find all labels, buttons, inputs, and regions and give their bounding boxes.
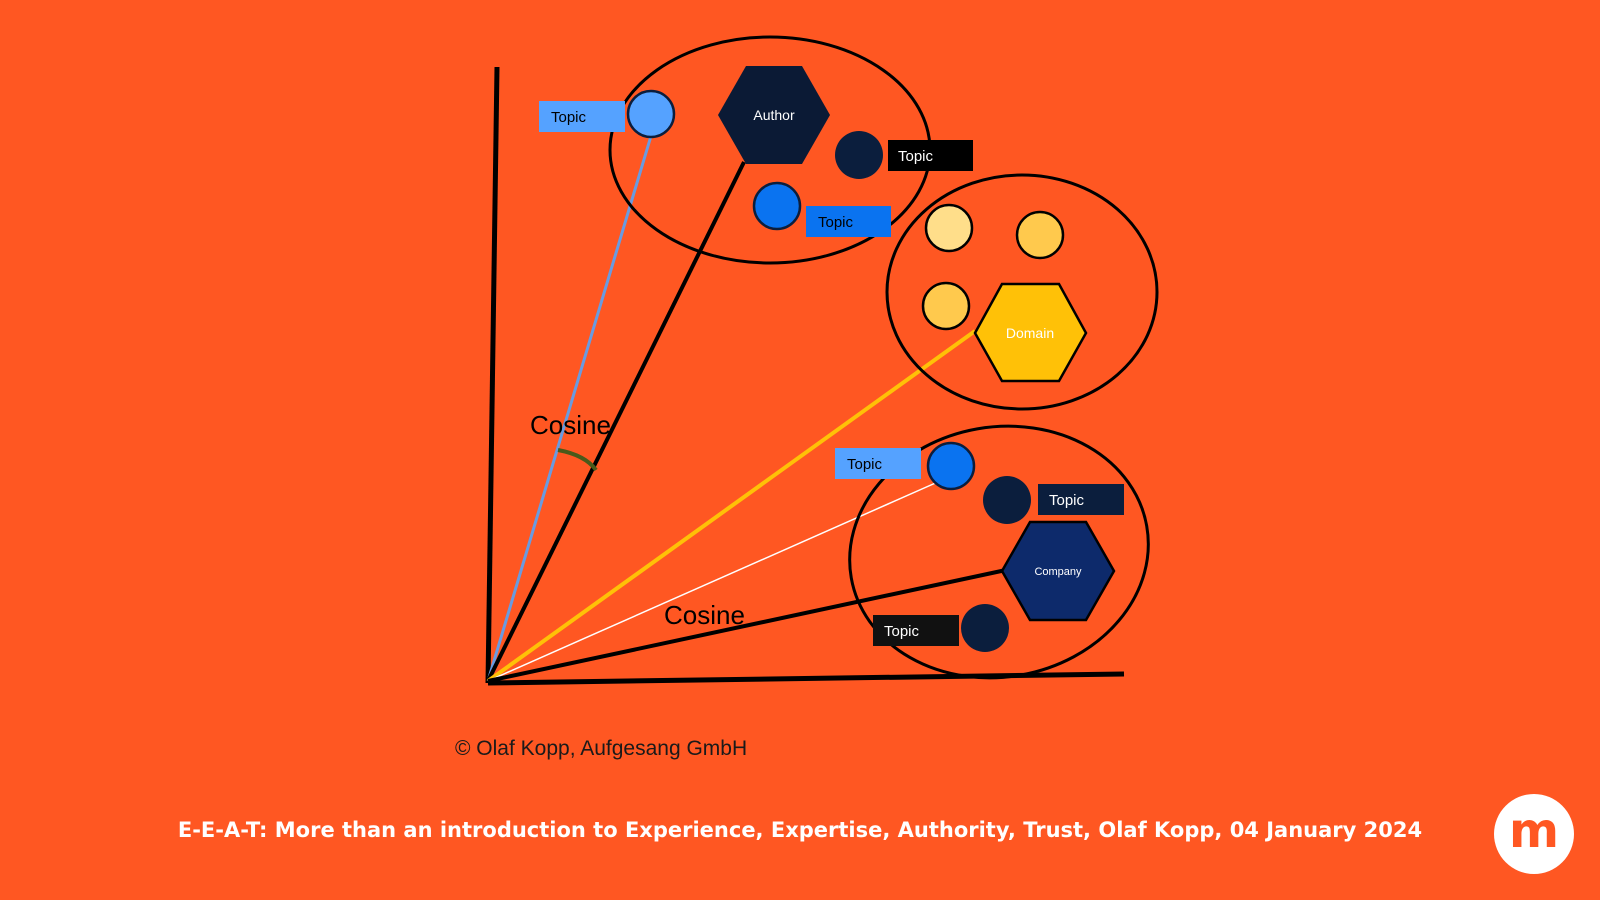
company-cluster xyxy=(848,424,1150,680)
slide-footer-caption: E-E-A-T: More than an introduction to Ex… xyxy=(177,818,1423,842)
domain-topic-node-2 xyxy=(1015,210,1065,260)
company-topic-3-tag xyxy=(873,615,959,646)
domain-topic-node-1 xyxy=(924,203,974,253)
domain-hexagon xyxy=(973,282,1088,383)
domain-label: Domain xyxy=(1006,325,1054,341)
company-topic-1-label: Topic xyxy=(847,456,883,473)
vector-domain xyxy=(486,329,977,683)
company-topic-2-label: Topic xyxy=(1049,492,1085,509)
vector-white xyxy=(487,480,941,682)
company-topic-2-node xyxy=(983,476,1031,524)
vector-company xyxy=(487,568,1007,683)
author-topic-2-tag xyxy=(888,140,973,171)
company-topic-3-label: Topic xyxy=(884,623,920,640)
copyright-text: © Olaf Kopp, Aufgesang GmbH xyxy=(455,737,747,760)
domain-cluster xyxy=(885,173,1159,411)
author-topic-3-label: Topic xyxy=(818,214,854,231)
author-topic-1-tag xyxy=(539,101,625,132)
cosine-arc xyxy=(557,448,598,472)
vector-author xyxy=(486,161,746,682)
y-axis xyxy=(485,66,500,684)
author-topic-1-label: Topic xyxy=(551,109,587,126)
company-topic-1-node xyxy=(926,441,976,491)
company-hexagon xyxy=(1000,520,1116,622)
author-topic-3-node xyxy=(752,181,802,231)
author-topic-2-node xyxy=(835,131,883,179)
author-label: Author xyxy=(753,107,795,123)
company-topic-1-tag xyxy=(835,448,921,479)
author-hexagon xyxy=(718,66,830,164)
company-topic-3-node xyxy=(961,604,1009,652)
author-topic-3-tag xyxy=(806,206,891,237)
logo-m-icon: m xyxy=(1508,803,1559,859)
author-topic-2-label: Topic xyxy=(898,148,934,165)
x-axis xyxy=(487,671,1125,686)
author-topic-1-node xyxy=(626,89,676,139)
brand-logo: m xyxy=(1494,794,1574,874)
company-label: Company xyxy=(1034,566,1082,578)
cosine-label-lower: Cosine xyxy=(664,600,745,630)
cosine-label-upper: Cosine xyxy=(530,410,611,440)
company-topic-2-tag xyxy=(1038,484,1124,515)
vector-light-blue xyxy=(486,135,653,682)
domain-topic-node-3 xyxy=(921,281,971,331)
